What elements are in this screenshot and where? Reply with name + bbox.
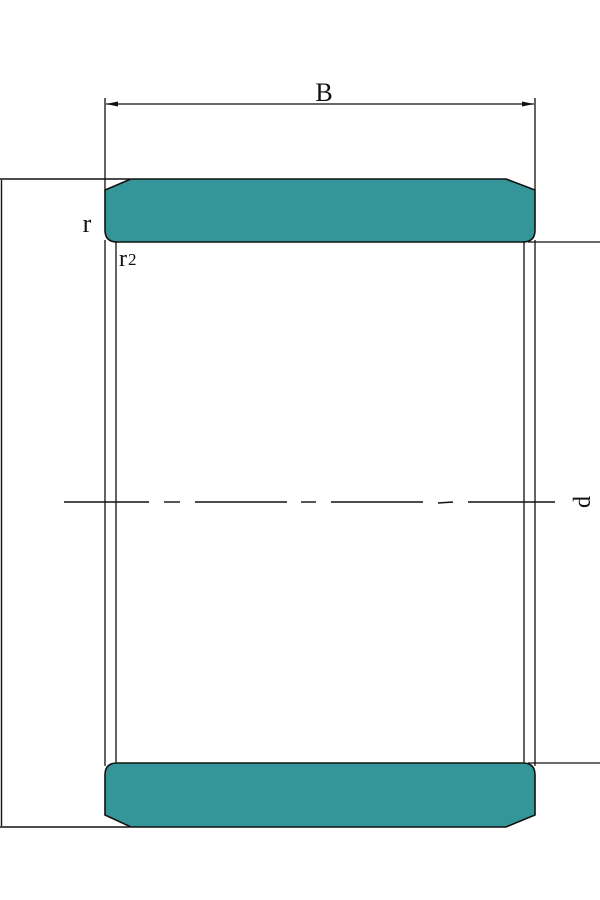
inner-diameter-dimension [528, 241, 600, 764]
bore-lines [104, 240, 536, 766]
centerline [64, 501, 555, 504]
outer-diameter-dimension [0, 178, 130, 828]
dimension-b [104, 98, 536, 190]
top-section [104, 178, 536, 243]
label-b: B [315, 78, 332, 107]
label-d: d [570, 496, 596, 508]
label-r2: r2 [119, 246, 137, 272]
label-r: r [83, 209, 92, 238]
bottom-section [104, 762, 536, 828]
